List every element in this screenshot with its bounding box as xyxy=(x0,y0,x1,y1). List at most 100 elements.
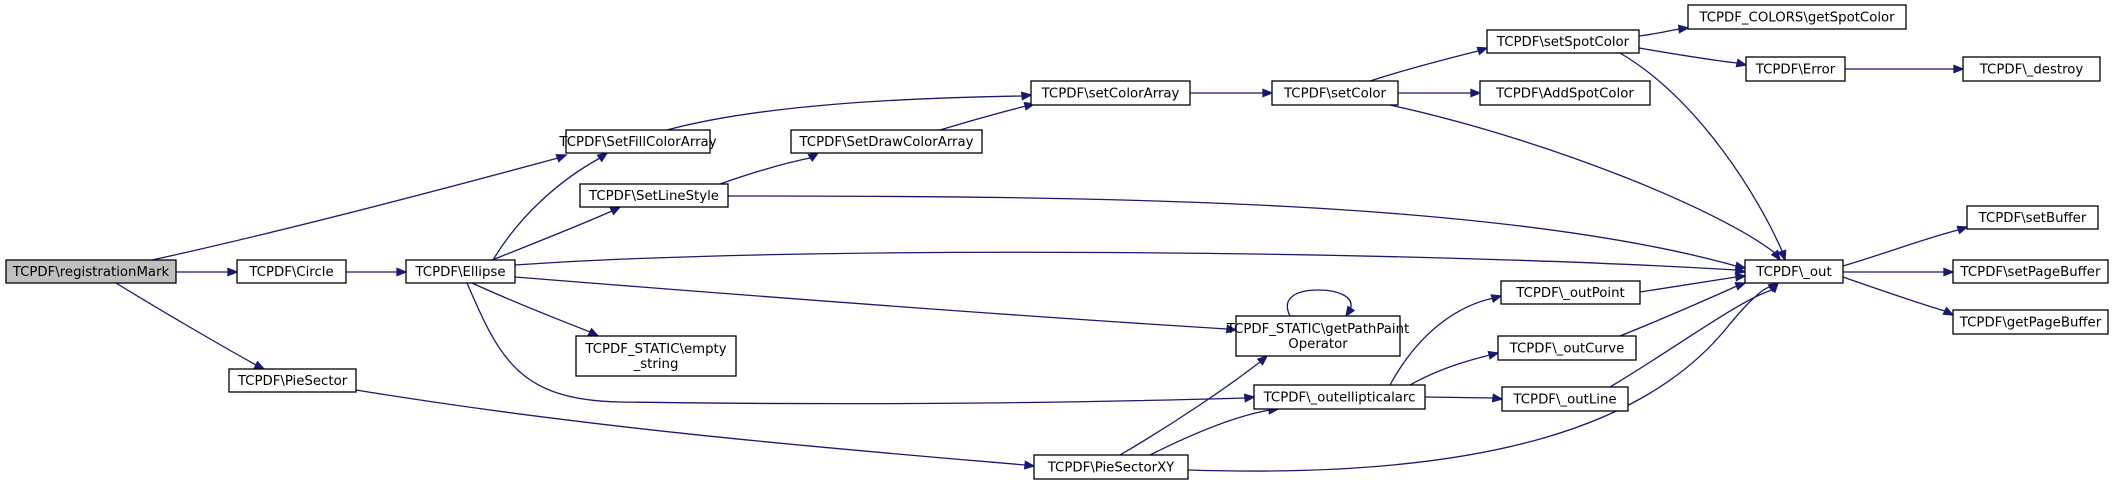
node-AddSpotColor[interactable]: TCPDF\AddSpotColor xyxy=(1479,80,1651,106)
edge-SetLineStyle-to-SetDrawColorArray xyxy=(719,152,820,185)
arrowhead xyxy=(1734,282,1747,291)
node-box xyxy=(1745,56,1846,82)
node-setSpotColor[interactable]: TCPDF\setSpotColor xyxy=(1486,29,1640,54)
node-box xyxy=(1962,56,2101,82)
edge-line xyxy=(1842,229,1959,267)
edge-line xyxy=(1619,52,1783,252)
node-box xyxy=(1497,335,1637,361)
edge-registrationMark-to-Circle xyxy=(176,267,239,277)
node-box xyxy=(228,368,357,393)
node-outellipticalarc[interactable]: TCPDF\_outellipticalarc xyxy=(1253,384,1426,410)
node-outLine[interactable]: TCPDF\_outLine xyxy=(1501,386,1629,412)
node-label: TCPDF\Error xyxy=(1755,63,1836,78)
node-Error[interactable]: TCPDF\Error xyxy=(1745,56,1846,82)
node-getPageBuffer[interactable]: TCPDF\getPageBuffer xyxy=(1952,309,2109,335)
arrowhead xyxy=(1490,294,1503,304)
node-SetDrawColorArray[interactable]: TCPDF\SetDrawColorArray xyxy=(790,129,983,154)
arrowhead xyxy=(1777,249,1787,262)
arrowhead xyxy=(609,206,622,216)
edge-setColorArray-to-setColor xyxy=(1190,88,1274,98)
node-box xyxy=(5,259,177,284)
arrowhead xyxy=(1734,261,1747,271)
node-box xyxy=(236,259,347,284)
node-outCurve[interactable]: TCPDF\_outCurve xyxy=(1497,335,1637,361)
node-PieSectorXY[interactable]: TCPDF\PieSectorXY xyxy=(1033,454,1189,480)
node-label: TCPDF\getPageBuffer xyxy=(1959,316,2102,331)
node-label: TCPDF\_outellipticalarc xyxy=(1263,391,1416,406)
node-box xyxy=(1687,4,1907,30)
node-outPoint[interactable]: TCPDF\_outPoint xyxy=(1500,280,1641,305)
node-PieSector[interactable]: TCPDF\PieSector xyxy=(228,368,357,393)
node-label: TCPDF\_outCurve xyxy=(1509,342,1625,357)
arrowhead xyxy=(1953,64,1965,74)
node-box xyxy=(1966,205,2099,230)
edge-SetDrawColorArray-to-setColorArray xyxy=(939,101,1036,131)
node-label: TCPDF_STATIC\empty xyxy=(584,342,726,357)
arrowhead xyxy=(1734,272,1747,282)
arrowhead xyxy=(807,152,820,162)
edge-line xyxy=(514,276,1228,330)
edge-outellipticalarc-to-outPoint xyxy=(1389,294,1503,386)
edge-line xyxy=(1842,276,1946,312)
node-destroy[interactable]: TCPDF\_destroy xyxy=(1962,56,2101,82)
arrowhead xyxy=(1768,281,1780,294)
arrowhead xyxy=(596,151,609,163)
edge-SetLineStyle-to-out xyxy=(727,195,1747,271)
node-empty_string[interactable]: TCPDF_STATIC\empty_string xyxy=(575,335,737,377)
edge-outLine-to-out xyxy=(1609,281,1780,388)
edge-Ellipse-to-out xyxy=(514,251,1747,275)
arrowhead xyxy=(227,267,239,277)
node-setColor[interactable]: TCPDF\setColor xyxy=(1271,80,1399,106)
edge-Ellipse-to-empty_string xyxy=(471,282,600,337)
edge-line xyxy=(1389,104,1776,254)
node-Ellipse[interactable]: TCPDF\Ellipse xyxy=(405,259,516,284)
node-setPageBuffer[interactable]: TCPDF\setPageBuffer xyxy=(1952,259,2109,284)
arrowhead xyxy=(396,267,408,277)
edge-out-to-setBuffer xyxy=(1842,225,1969,267)
node-setBuffer[interactable]: TCPDF\setBuffer xyxy=(1966,205,2099,230)
node-box xyxy=(1952,309,2109,335)
edge-setSpotColor-to-getSpotColor xyxy=(1638,24,1690,37)
node-SetLineStyle[interactable]: TCPDF\SetLineStyle xyxy=(579,183,729,208)
node-registrationMark[interactable]: TCPDF\registrationMark xyxy=(5,259,177,284)
edge-PieSector-to-PieSectorXY xyxy=(355,389,1036,470)
node-label: TCPDF\SetLineStyle xyxy=(588,189,719,204)
edge-outPoint-to-out xyxy=(1639,272,1747,293)
node-box xyxy=(1479,80,1651,106)
node-box xyxy=(1271,80,1399,106)
arrowhead xyxy=(1225,324,1238,334)
node-label: TCPDF\_outLine xyxy=(1512,393,1616,408)
node-label: TCPDF\_out xyxy=(1755,265,1831,280)
edge-line xyxy=(466,282,1246,405)
arrowhead xyxy=(253,360,266,370)
node-box xyxy=(575,335,737,377)
node-out[interactable]: TCPDF\_out xyxy=(1744,259,1844,284)
node-box xyxy=(1952,259,2109,284)
edge-registrationMark-to-SetFillColorArray xyxy=(151,154,568,261)
node-box xyxy=(405,259,516,284)
edge-Ellipse-to-outellipticalarc xyxy=(466,282,1256,405)
node-setColorArray[interactable]: TCPDF\setColorArray xyxy=(1030,80,1191,106)
node-box xyxy=(1744,259,1844,284)
edge-outCurve-to-out xyxy=(1619,282,1747,337)
arrowhead xyxy=(1345,305,1356,318)
node-SetFillColorArray[interactable]: TCPDF\SetFillColorArray xyxy=(558,129,717,154)
arrowhead xyxy=(1023,460,1036,470)
node-label: TCPDF\setColorArray xyxy=(1041,87,1180,102)
node-getSpotColor[interactable]: TCPDF_COLORS\getSpotColor xyxy=(1687,4,1907,30)
node-label: TCPDF\setSpotColor xyxy=(1496,35,1630,50)
edge-line xyxy=(727,195,1737,267)
arrowhead xyxy=(1956,225,1969,235)
edge-setSpotColor-to-Error xyxy=(1638,47,1748,68)
arrowhead xyxy=(1735,58,1748,68)
node-box xyxy=(1030,80,1191,106)
edge-line xyxy=(1286,289,1352,317)
edge-line xyxy=(1409,354,1491,386)
edge-line xyxy=(1638,47,1738,64)
arrowhead xyxy=(1487,350,1500,360)
edge-registrationMark-to-PieSector xyxy=(115,282,266,370)
node-Circle[interactable]: TCPDF\Circle xyxy=(236,259,347,284)
edge-line xyxy=(1187,286,1773,472)
edge-setColor-to-AddSpotColor xyxy=(1398,88,1482,98)
